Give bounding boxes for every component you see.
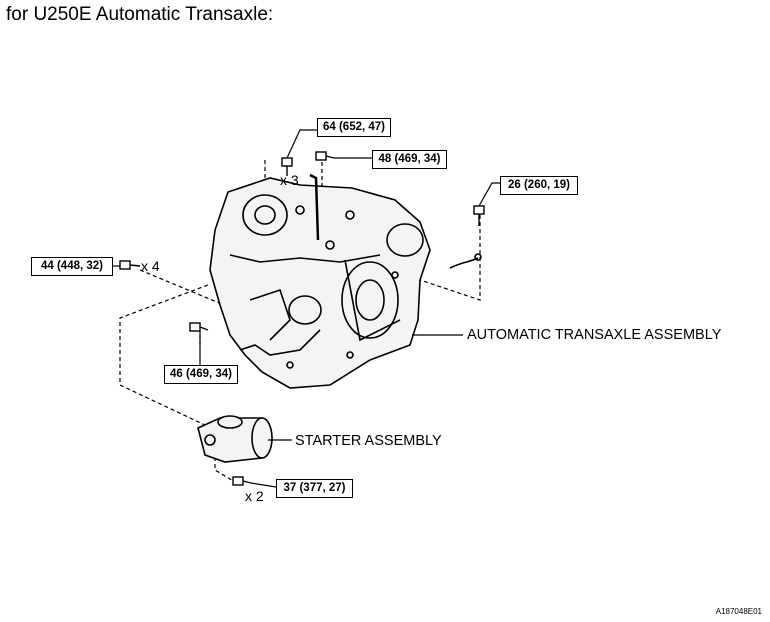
- transaxle-assembly-drawing: [209, 173, 431, 389]
- torque-box-37: 37 (377, 27): [276, 479, 353, 498]
- torque-box-44: 44 (448, 32): [31, 257, 113, 276]
- callout-transaxle-assembly: AUTOMATIC TRANSAXLE ASSEMBLY: [467, 327, 722, 343]
- bolts: [119, 151, 485, 486]
- ground-wire-drawing: [449, 253, 482, 269]
- solid-leader-lines: [112, 129, 500, 488]
- quantity-x2: x 2: [245, 488, 264, 504]
- bolt-48-icon: [315, 151, 327, 161]
- bolt-26-icon: [473, 205, 485, 215]
- figure-id: A187048E01: [715, 607, 762, 616]
- starter-assembly-drawing: [197, 415, 273, 463]
- bolt-44-icon: [119, 260, 131, 270]
- torque-box-46: 46 (469, 34): [164, 365, 238, 384]
- callout-starter-assembly: STARTER ASSEMBLY: [295, 433, 442, 449]
- bolt-46-icon: [189, 322, 201, 332]
- quantity-x3: x 3: [280, 172, 299, 188]
- torque-box-26: 26 (260, 19): [500, 176, 578, 195]
- torque-box-64: 64 (652, 47): [317, 118, 391, 137]
- page-heading: for U250E Automatic Transaxle:: [6, 4, 274, 25]
- torque-box-48: 48 (469, 34): [372, 150, 447, 169]
- bolt-64-icon: [281, 157, 293, 167]
- quantity-x4: x 4: [141, 258, 160, 274]
- bolt-37-icon: [232, 476, 244, 486]
